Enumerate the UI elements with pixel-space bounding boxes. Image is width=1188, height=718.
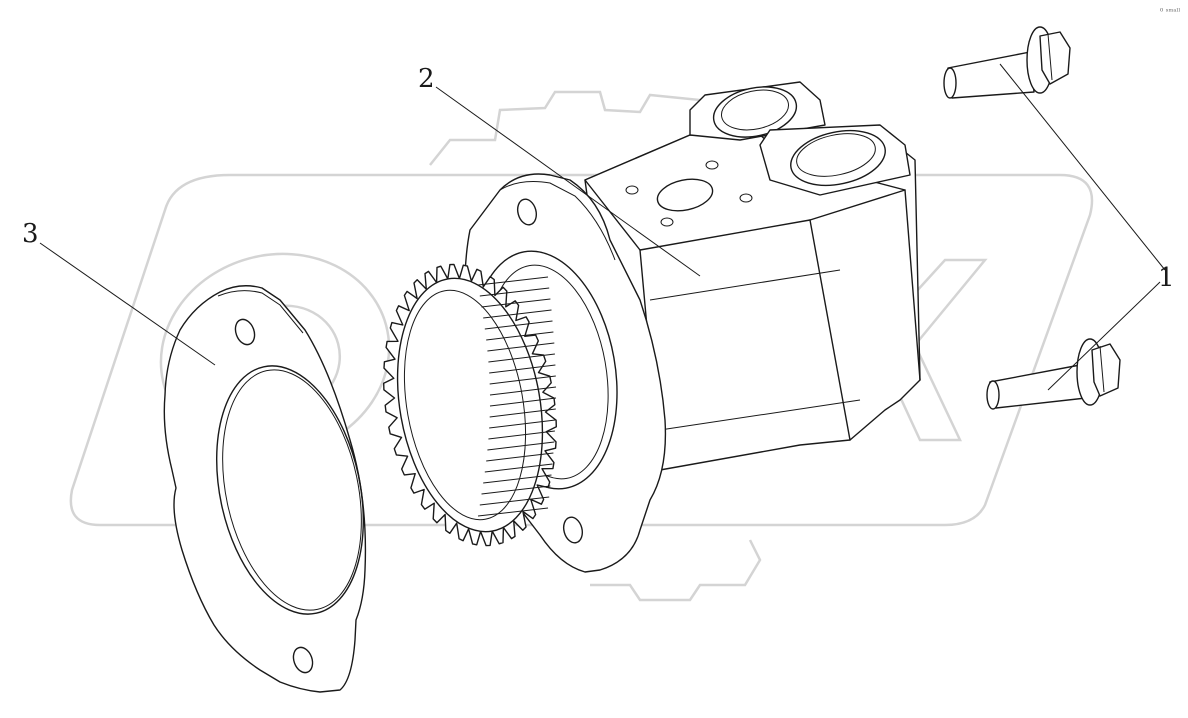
gear-tooth-face [487,342,555,352]
leader-2 [435,86,701,277]
leader-1-lower [1047,281,1161,391]
gear-tooth-face [489,364,556,374]
gear-tooth-face [489,419,556,429]
leader-lines [39,63,1166,391]
leader-1-upper [999,63,1166,271]
gear-tooth-face [487,441,555,451]
gear-tooth-face [489,397,557,407]
gasket-part-3 [163,285,367,693]
gear-tooth-face [481,298,551,308]
gear-tooth-face [488,353,555,363]
leader-3 [39,242,216,366]
gear-tooth-face [479,287,550,297]
gear-tooth-face [484,463,553,473]
gear-tooth-face [486,331,554,341]
gear-tooth-face [479,496,550,506]
drive-gear [383,263,557,547]
bolt-part-1-upper [943,26,1071,99]
gear-tooth-face [477,276,549,286]
gear-tooth-face [489,408,556,418]
gear-tooth-face [488,430,555,440]
gear-tooth-face [489,375,556,385]
gear-tooth-face [481,485,551,495]
callout-2: 2 [418,64,435,94]
gear-tooth-face [483,309,552,319]
gear-tooth-face [486,452,554,462]
callout-1: 1 [1158,263,1175,293]
callout-3: 3 [22,219,39,249]
gear-tooth-face [483,474,552,484]
bolt-part-1-lower [986,338,1121,410]
corner-mark: ⁰ ˢᵐᵃˡˡ [1160,7,1180,16]
gear-tooth-face [484,320,553,330]
gear-tooth-face [477,507,549,517]
gear-tooth-face [489,386,557,396]
